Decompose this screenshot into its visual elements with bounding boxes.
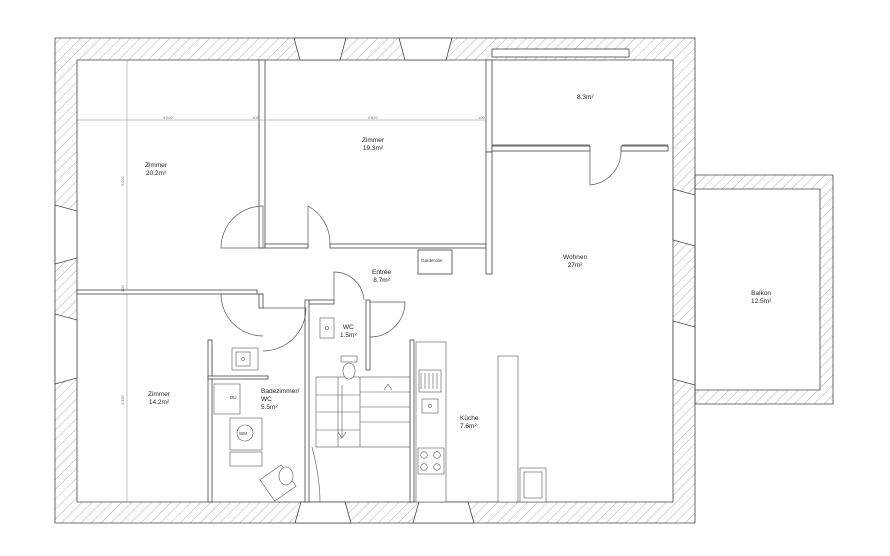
staircase [311,376,411,503]
dimension-label: 100 [252,115,259,120]
room-area: 27m² [567,262,583,269]
dimension-label: 100 [478,115,485,120]
bottom-windows [294,501,475,524]
dimension-label-vertical: 4'450 [120,395,125,405]
room-name: Küche [460,415,479,422]
room-label-kueche: Küche 7.6m² [460,415,478,431]
room-area: 20.2m² [145,170,167,177]
room-name: Badezimmer/ [261,388,300,395]
left-windows [54,204,78,385]
room-label-entree: Entrée 8.7m² [372,269,391,285]
room-name: Entrée [372,269,392,276]
kitchen-tall-cabinet [497,355,547,503]
dimension-lines [77,60,486,502]
kitchen-counter [415,341,447,503]
room-label-wohnen: Wohnen 27m² [563,254,587,270]
garderobe-cabinet [417,249,453,275]
room-name: Zimmer [362,137,385,144]
room-name: Zimmer [148,391,171,398]
room-name: Zimmer [145,162,168,169]
room-label-zimmer-center: Zimmer 19.3m² [362,137,384,153]
room-label-balkon: Balkon 12.5m² [751,290,771,306]
room-name-2: WC [261,396,272,403]
room-area: 12.5m² [751,298,772,305]
door-swings [211,150,622,372]
dusche-label: DU [230,395,237,400]
room-area: 7.6m² [460,423,477,430]
room-name: Balkon [751,290,772,297]
wc-fixtures [319,317,358,380]
room-name: WC [342,324,354,331]
room-label-badezimmer: Badezimmer/ WC 5.5m² [261,388,299,412]
room-area: 5.5m² [261,404,278,411]
room-label-wc: WC 1.5m² [340,324,357,340]
top-windows [293,37,453,61]
bathroom-fixtures [213,347,297,502]
room-label-zimmer-left-top: Zimmer 20.2m² [145,162,167,178]
room-area: 1.5m² [340,332,357,339]
dimension-label-vertical: 100 [120,285,125,292]
interior-walls [76,48,669,503]
room-area: 19.3m² [362,145,384,152]
dimension-label-vertical: 5'000 [120,176,125,186]
room-name: Wohnen [563,254,588,261]
room-area: 14.2m² [148,399,170,406]
room-label-top-right: 8.3m² [577,94,594,102]
room-label-zimmer-left-bottom: Zimmer 14.2m² [148,391,170,407]
right-windows [672,188,696,386]
garderobe-label: Garderobe [421,258,443,263]
dimension-label: 4'820 [368,115,378,120]
room-area: 8.7m² [373,277,390,284]
room-area: 8.3m² [577,94,594,101]
dimension-label: 4'000 [163,115,173,120]
waschmaschine-label: WM [239,431,247,436]
